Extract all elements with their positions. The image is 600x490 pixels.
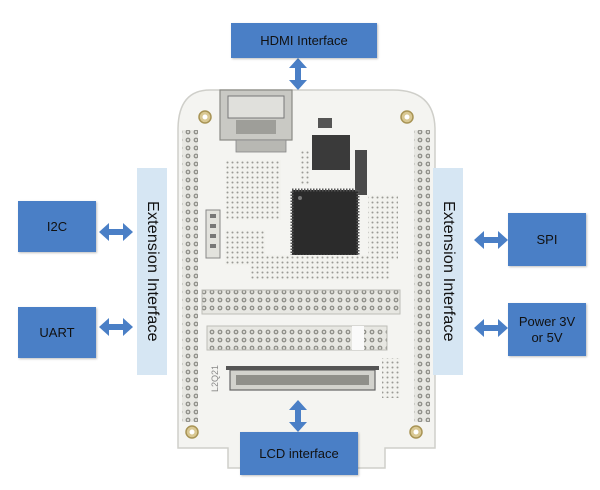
lcd-arrow [289,400,307,432]
i2c-arrow [99,223,133,241]
spi-label: SPI [536,231,558,247]
lcd-interface-box: LCD interface [240,432,358,475]
uart-box: UART [18,307,96,358]
component-cluster [382,358,400,398]
i2c-box: I2C [18,201,96,252]
component-cluster [226,160,281,220]
hdmi-connector [219,89,293,153]
power-label-line2: or 5V [531,329,563,345]
component-cluster [300,150,310,185]
board-marking: L2Q21 [210,365,220,392]
horizontal-pin-header [201,289,401,315]
extension-interface-right-label: Extension Interface [440,201,457,342]
component-cluster [368,195,398,260]
spi-arrow [474,231,508,249]
hdmi-interface-label: HDMI Interface [260,32,348,48]
i2c-label: I2C [46,218,68,234]
hdmi-arrow [289,58,307,90]
arrows [99,58,508,432]
power-label-line1: Power 3V [518,313,576,329]
left-pin-header [182,130,198,422]
spi-box: SPI [508,213,586,266]
extension-interface-left: Extension Interface [137,168,167,375]
small-header [205,209,221,259]
processor-chip [290,188,360,258]
mounting-holes [185,110,423,439]
uart-arrow [99,318,133,336]
hdmi-interface-box: HDMI Interface [231,23,377,58]
lcd-fpc-connector [226,366,379,391]
component-cluster [225,230,265,265]
header-gap [352,326,364,350]
power-arrow [474,319,508,337]
lcd-interface-label: LCD interface [259,445,339,461]
small-chip [312,135,350,170]
small-chip [318,118,332,128]
power-box: Power 3V or 5V [508,303,586,356]
component-cluster [250,255,390,280]
small-chip [355,150,367,195]
extension-interface-left-label: Extension Interface [144,201,161,342]
uart-label: UART [39,324,75,340]
right-pin-header [414,130,430,422]
extension-interface-right: Extension Interface [433,168,463,375]
